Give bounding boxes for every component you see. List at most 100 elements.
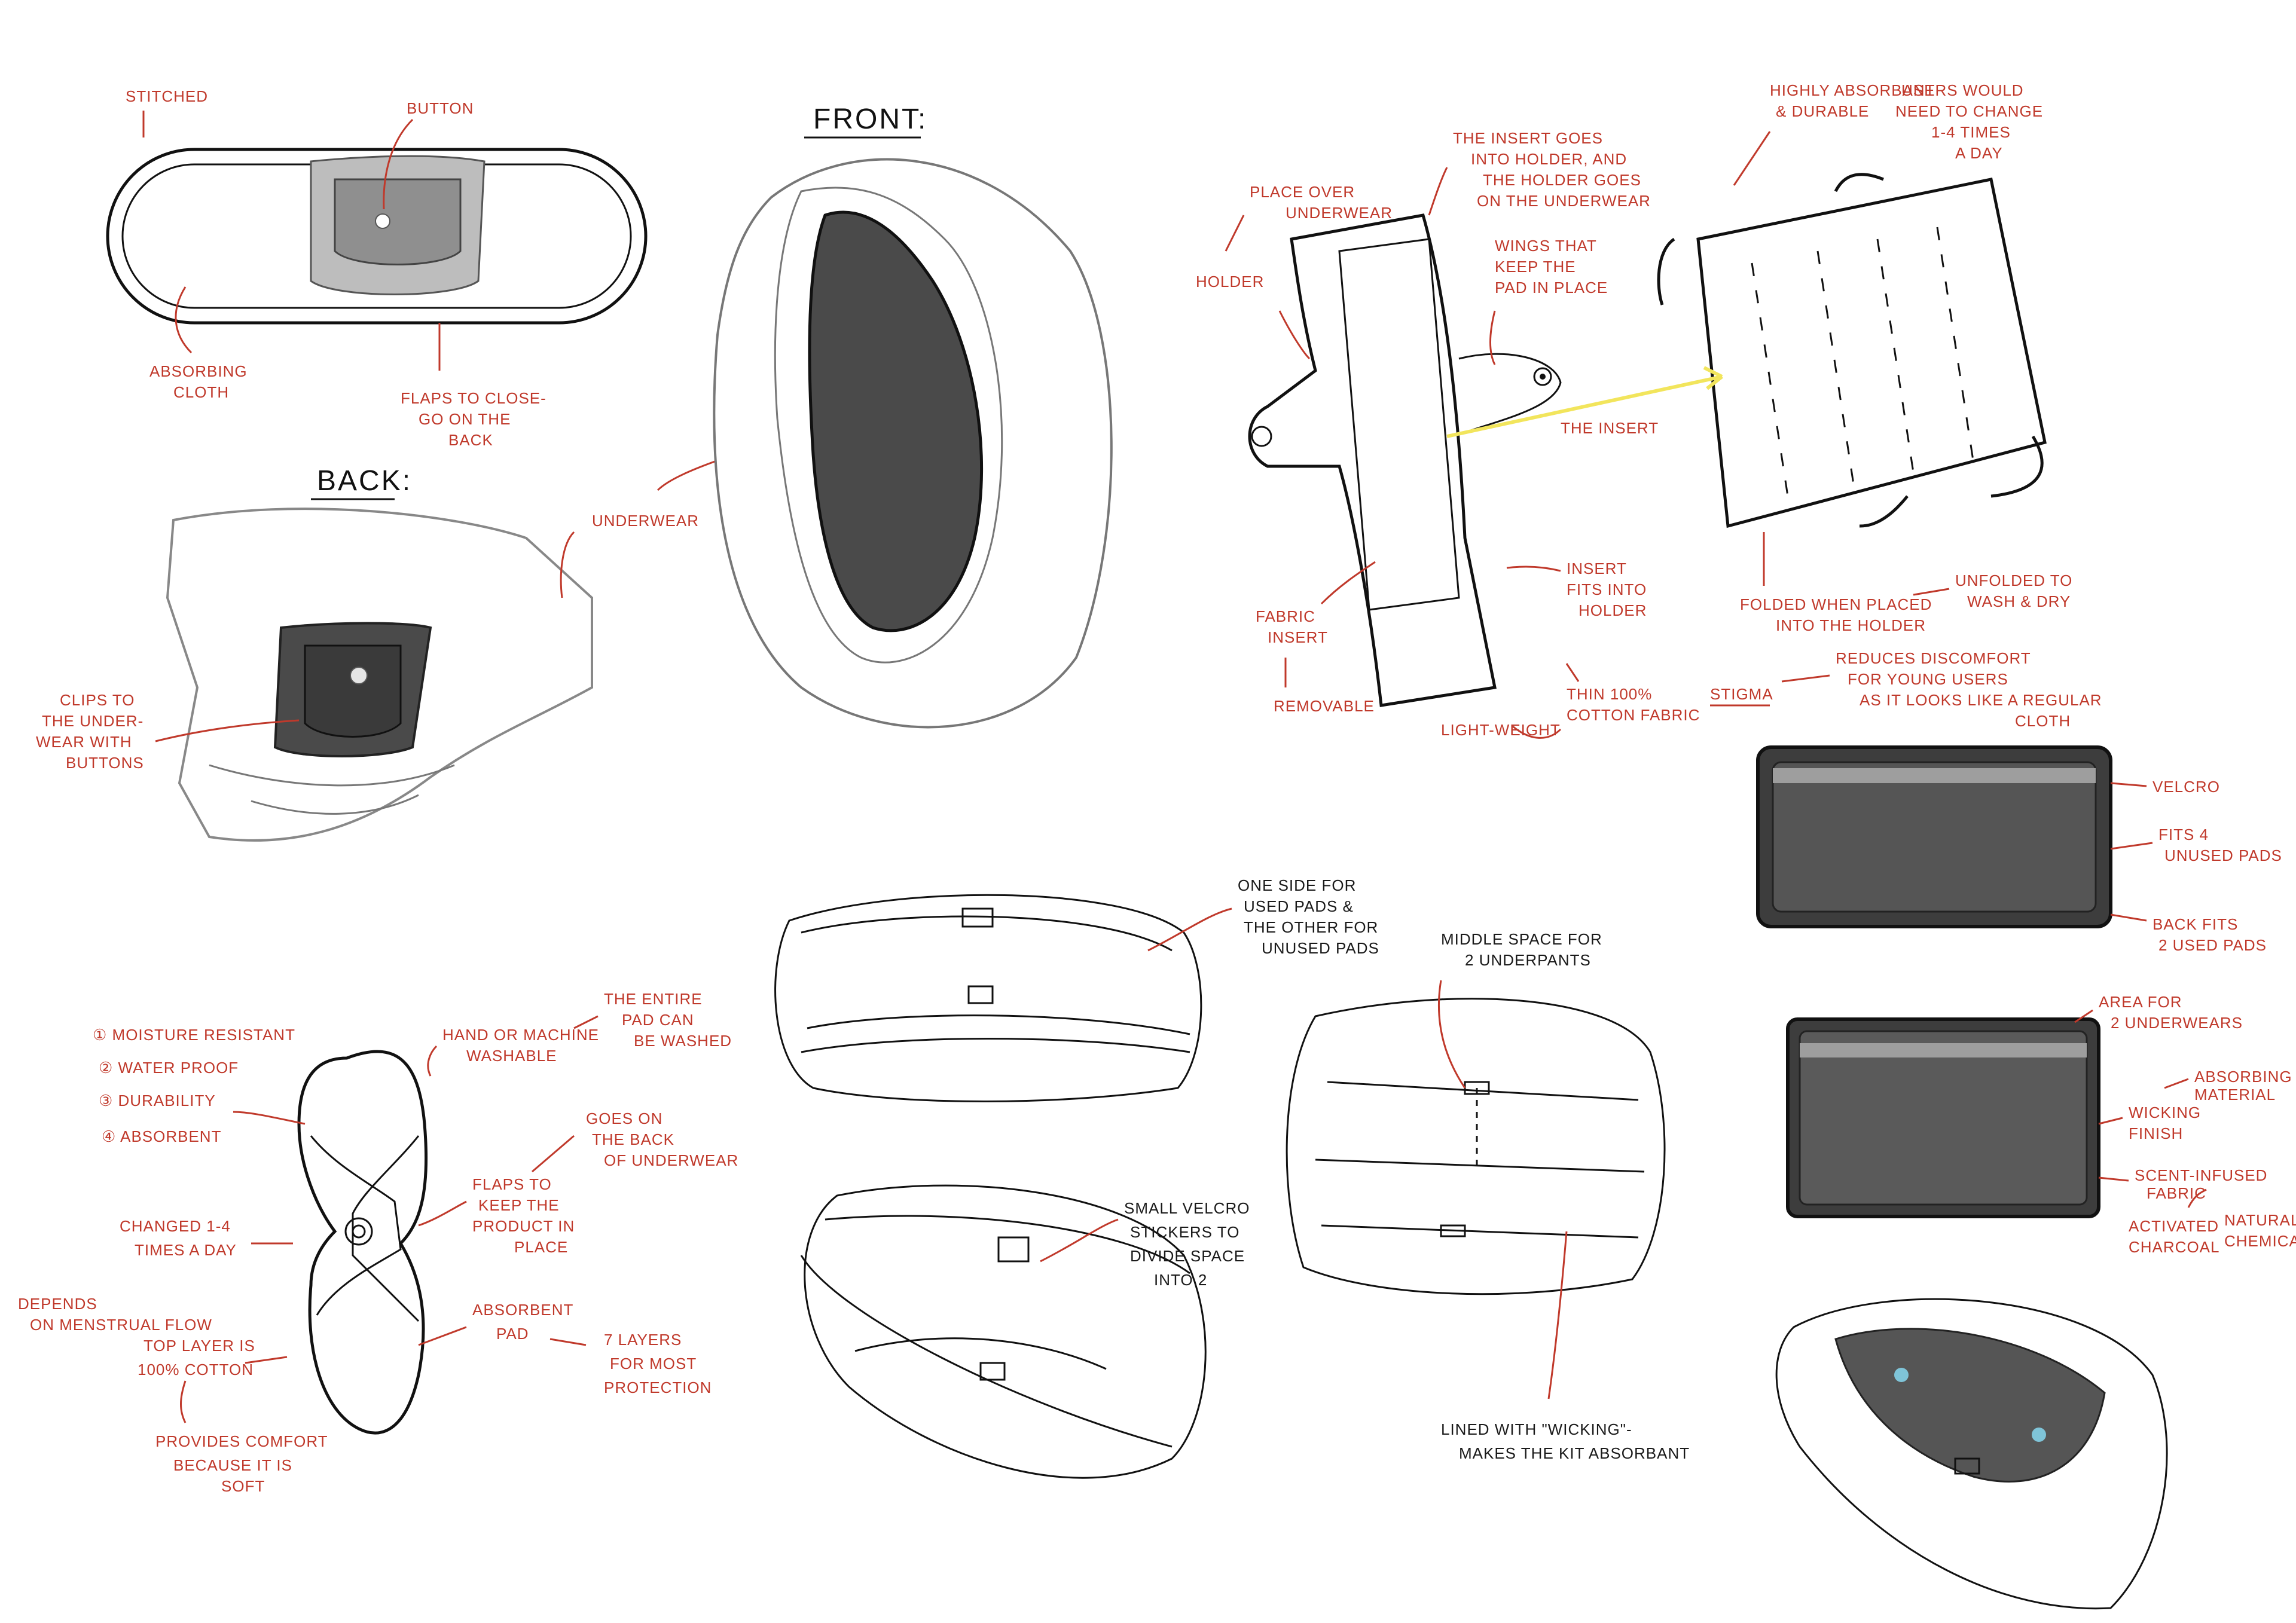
label-property-2: ② WATER PROOF [99, 1059, 239, 1077]
label-absorbent-pad-2: PAD [496, 1325, 529, 1343]
label-small-velcro-4: INTO 2 [1154, 1271, 1207, 1289]
label-clips-3: WEAR WITH [36, 733, 132, 751]
label-insert-goes-2: INTO HOLDER, AND [1471, 150, 1627, 168]
label-highly-absorbant-1: HIGHLY ABSORBANT [1770, 81, 1935, 99]
label-clips-2: THE UNDER- [42, 712, 144, 730]
label-depends-1: DEPENDS [18, 1295, 97, 1313]
label-scent-1: SCENT-INFUSED [2135, 1166, 2267, 1184]
label-users-change-2: NEED TO CHANGE [1895, 102, 2043, 120]
pouch-front-sketch [1756, 745, 2112, 928]
label-place-over-1: PLACE OVER [1250, 183, 1355, 201]
label-property-1: ① MOISTURE RESISTANT [93, 1026, 295, 1044]
label-flaps-keep-3: PRODUCT IN [472, 1217, 575, 1235]
label-natural-1: NATURAL [2224, 1211, 2296, 1229]
label-the-insert: THE INSERT [1561, 419, 1659, 437]
label-clips-4: BUTTONS [66, 754, 144, 772]
label-comfort-1: PROVIDES COMFORT [155, 1432, 328, 1450]
label-one-side-3: THE OTHER FOR [1244, 918, 1378, 936]
label-middle-space-1: MIDDLE SPACE FOR [1441, 930, 1602, 948]
back-underwear-sketch [166, 508, 593, 842]
liner-annotations: STITCHED BUTTON ABSORBING CLOTH FLAPS TO… [126, 87, 546, 449]
label-hand-machine-1: HAND OR MACHINE [442, 1026, 599, 1044]
holder-sketch [1248, 213, 1562, 707]
kit-open-wide-sketch [1286, 998, 1666, 1295]
label-place-over-2: UNDERWEAR [1286, 204, 1393, 222]
label-property-3: ③ DURABILITY [99, 1092, 216, 1109]
insert-arrow [1446, 366, 1723, 438]
back-heading: BACK: [311, 465, 412, 500]
label-changed-1: CHANGED 1-4 [120, 1217, 231, 1235]
label-seven-layers-1: 7 LAYERS [604, 1331, 682, 1349]
label-reduces-1: REDUCES DISCOMFORT [1836, 649, 2031, 667]
label-wings-3: PAD IN PLACE [1495, 279, 1608, 297]
label-fits4-1: FITS 4 [2158, 826, 2209, 843]
label-backfits-1: BACK FITS [2152, 915, 2238, 933]
pad-sketch [297, 1050, 428, 1435]
label-absorbing-material-2: MATERIAL [2194, 1086, 2276, 1104]
label-absorbing-cloth-1: ABSORBING [149, 362, 248, 380]
label-light-weight: LIGHT-WEIGHT [1441, 721, 1561, 739]
label-top-layer-2: 100% COTTON [138, 1361, 254, 1379]
label-small-velcro-3: DIVIDE SPACE [1130, 1247, 1245, 1265]
label-absorbing-cloth-2: CLOTH [173, 383, 229, 401]
label-seven-layers-2: FOR MOST [610, 1355, 697, 1373]
label-wings-2: KEEP THE [1495, 258, 1576, 276]
kit-open-sketch [800, 1184, 1207, 1479]
label-highly-absorbant-2: & DURABLE [1776, 102, 1869, 120]
label-flaps-keep-2: KEEP THE [478, 1196, 560, 1214]
label-goes-on-back-3: OF UNDERWEAR [604, 1151, 738, 1169]
pouch-annotations: VELCRO FITS 4 UNUSED PADS BACK FITS 2 US… [2074, 778, 2296, 1256]
label-flaps-keep-1: FLAPS TO [472, 1175, 552, 1193]
label-scent-2: FABRIC [2147, 1184, 2206, 1202]
label-unfolded-1: UNFOLDED TO [1955, 571, 2072, 589]
label-flaps-2: GO ON THE [419, 410, 511, 428]
label-absorbent-pad-1: ABSORBENT [472, 1301, 573, 1319]
label-thin-cotton-1: THIN 100% [1567, 685, 1652, 703]
label-insert-goes-3: THE HOLDER GOES [1483, 171, 1641, 189]
label-folded-2: INTO THE HOLDER [1776, 616, 1926, 634]
label-flaps-3: BACK [448, 431, 493, 449]
label-middle-space-2: 2 UNDERPANTS [1465, 951, 1591, 969]
pouch-open-sketch [1775, 1298, 2168, 1610]
pouch-side-sketch [1786, 1017, 2100, 1218]
label-lined-1: LINED WITH "WICKING"- [1441, 1420, 1632, 1438]
svg-text:BACK:: BACK: [317, 465, 412, 497]
label-small-velcro-1: SMALL VELCRO [1124, 1199, 1250, 1217]
kit-top-sketch [774, 894, 1202, 1102]
label-users-change-3: 1-4 TIMES [1931, 123, 2011, 141]
label-entire-pad-1: THE ENTIRE [604, 990, 703, 1008]
label-changed-2: TIMES A DAY [135, 1241, 237, 1259]
label-flaps-1: FLAPS TO CLOSE- [401, 389, 546, 407]
label-holder: HOLDER [1196, 273, 1264, 291]
kit-annotations: ONE SIDE FOR USED PADS & THE OTHER FOR U… [1040, 876, 1689, 1462]
label-insert-goes-1: THE INSERT GOES [1453, 129, 1603, 147]
label-natural-2: CHEMICAL [2224, 1232, 2296, 1250]
label-backfits-2: 2 USED PADS [2158, 936, 2267, 954]
label-users-change-1: USERS WOULD [1901, 81, 2024, 99]
label-stitched: STITCHED [126, 87, 208, 105]
label-removable: REMOVABLE [1274, 697, 1375, 715]
label-depends-2: ON MENSTRUAL FLOW [30, 1316, 212, 1334]
label-comfort-3: SOFT [221, 1477, 265, 1495]
label-hand-machine-2: WASHABLE [466, 1047, 557, 1065]
label-wings-1: WINGS THAT [1495, 237, 1597, 255]
back-annotations: UNDERWEAR CLIPS TO THE UNDER- WEAR WITH … [36, 453, 736, 772]
label-charcoal-2: CHARCOAL [2129, 1238, 2219, 1256]
pad-annotations: ① MOISTURE RESISTANT ② WATER PROOF ③ DUR… [18, 990, 738, 1495]
label-wicking-1: WICKING [2129, 1104, 2201, 1121]
label-fabric-insert-1: FABRIC [1256, 607, 1315, 625]
label-fits4-2: UNUSED PADS [2164, 846, 2282, 864]
label-comfort-2: BECAUSE IT IS [173, 1456, 292, 1474]
label-absorbing-material-1: ABSORBING [2194, 1068, 2292, 1086]
label-charcoal-1: ACTIVATED [2129, 1217, 2219, 1235]
label-folded-1: FOLDED WHEN PLACED [1740, 595, 1932, 613]
label-insert-fits-2: FITS INTO [1567, 580, 1647, 598]
label-stigma: STIGMA [1710, 685, 1773, 703]
label-area-for-1: AREA FOR [2099, 993, 2182, 1011]
label-reduces-2: FOR YOUNG USERS [1848, 670, 2008, 688]
label-small-velcro-2: STICKERS TO [1130, 1223, 1239, 1241]
label-reduces-3: AS IT LOOKS LIKE A REGULAR [1860, 691, 2102, 709]
svg-text:FRONT:: FRONT: [813, 103, 927, 135]
label-users-change-4: A DAY [1955, 144, 2003, 162]
